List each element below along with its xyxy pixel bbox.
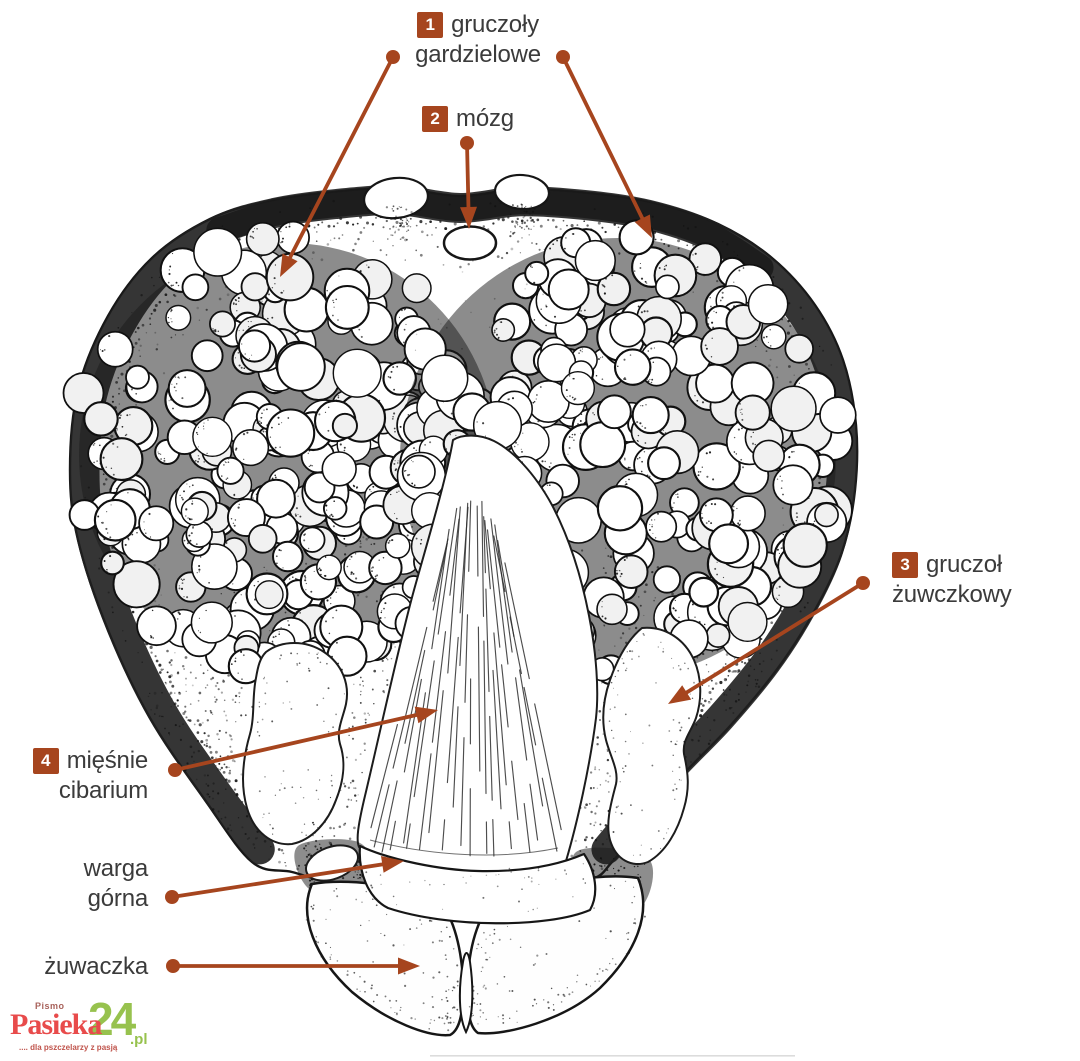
logo-tagline: .... dla pszczelarzy z pasją	[19, 1043, 118, 1052]
pasieka24-logo: Pismo 24 Pasieka .pl .... dla pszczelarz…	[8, 993, 163, 1058]
label-pharyngeal-glands: 1 gruczoły gardzielowe	[348, 10, 608, 70]
label-text: mięśnie	[66, 747, 149, 774]
label-cibarium-muscles: 4 mięśnie cibarium	[10, 746, 148, 806]
label-text: żuwczkowy	[892, 581, 1012, 608]
label-mandibular-gland: 3 gruczoł żuwczkowy	[892, 550, 1080, 610]
logo-pismo-text: Pismo	[35, 1001, 65, 1011]
logo-number-text: 24	[88, 993, 136, 1045]
label-brain: 2 mózg	[358, 104, 578, 134]
label-text: mózg	[456, 105, 514, 132]
label-text: warga	[83, 855, 149, 882]
label-text: cibarium	[58, 777, 148, 804]
label-text: gruczoł	[926, 551, 1002, 578]
label-text: żuwaczka	[44, 953, 148, 980]
label-text: gruczoły	[451, 11, 539, 38]
number-badge-4: 4	[32, 748, 59, 774]
label-upper-lip: warga górna	[10, 854, 149, 914]
logo-pl-text: .pl	[130, 1031, 148, 1048]
number-badge-2: 2	[422, 106, 449, 132]
label-text: gardzielowe	[415, 41, 541, 68]
label-text: górna	[87, 885, 149, 912]
number-badge-1: 1	[417, 12, 444, 38]
logo-pasieka-text: Pasieka	[10, 1008, 102, 1041]
number-badge-3: 3	[892, 552, 918, 578]
label-mandible: żuwaczka	[10, 952, 148, 982]
